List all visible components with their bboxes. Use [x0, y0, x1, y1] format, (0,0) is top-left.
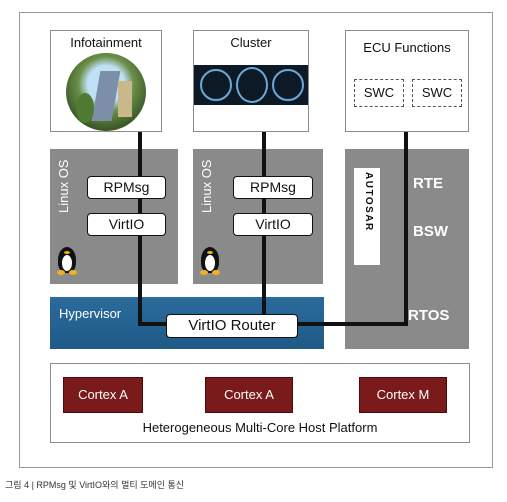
rtos-label: RTOS: [408, 307, 450, 324]
infotainment-os-label: Linux OS: [56, 159, 71, 213]
cluster-image: [194, 65, 308, 105]
router-right-wire: [297, 322, 407, 326]
infotainment-title: Infotainment: [70, 35, 142, 50]
swc-box-2: SWC: [412, 79, 462, 107]
cluster-os-label: Linux OS: [199, 159, 214, 213]
platform-label: Heterogeneous Multi-Core Host Platform: [142, 420, 378, 435]
cluster-title: Cluster: [230, 35, 272, 50]
infotainment-box: Infotainment: [50, 30, 162, 132]
core-3: Cortex M: [359, 377, 447, 413]
cluster-box: Cluster: [193, 30, 309, 132]
infotainment-rpmsg: RPMsg: [87, 176, 166, 199]
core-2: Cortex A: [205, 377, 293, 413]
host-platform-box: Cortex A Cortex A Cortex M Heterogeneous…: [50, 363, 470, 443]
autosar-logo: AUTOSAR: [354, 168, 380, 265]
figure-caption: 그림 4 | RPMsg 및 VirtIO와의 멀티 도메인 통신: [5, 480, 185, 490]
ecu-wire: [404, 132, 408, 326]
ecu-functions-title: ECU Functions: [363, 40, 451, 55]
hypervisor-label: Hypervisor: [59, 306, 122, 321]
virtio-router: VirtIO Router: [166, 314, 298, 338]
rte-label: RTE: [413, 175, 443, 192]
infotainment-image: [66, 53, 146, 131]
infotainment-virtio: VirtIO: [87, 213, 166, 236]
bsw-label: BSW: [413, 223, 448, 240]
router-left-wire: [138, 322, 168, 326]
swc-box-1: SWC: [354, 79, 404, 107]
cluster-linux-penguin-icon: [198, 245, 222, 275]
ecu-functions-box: ECU Functions SWC SWC: [345, 30, 469, 132]
core-1: Cortex A: [63, 377, 143, 413]
infotainment-linux-penguin-icon: [55, 245, 79, 275]
cluster-virtio: VirtIO: [233, 213, 313, 236]
cluster-rpmsg: RPMsg: [233, 176, 313, 199]
